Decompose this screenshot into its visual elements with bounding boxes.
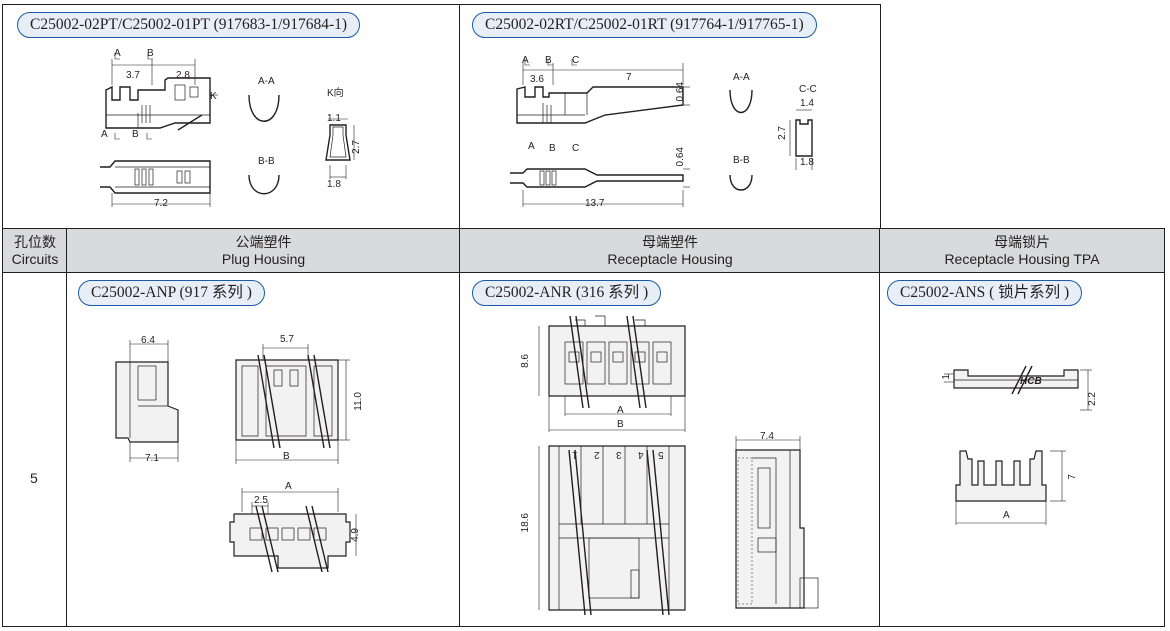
receptacle-terminal-side-view	[510, 59, 690, 207]
plug-k-view-label: K向	[327, 88, 344, 99]
plug-dim-28: 2.8	[176, 70, 190, 81]
rec-section-cc	[789, 109, 813, 170]
header-circuits: 孔位数 Circuits	[2, 228, 68, 274]
plug-dim-37: 3.7	[126, 70, 140, 81]
rec-housing-front	[538, 445, 686, 616]
circuits-cell	[2, 272, 68, 627]
header-circuits-cn: 孔位数	[14, 234, 56, 250]
rec-dim-7: 7	[626, 72, 632, 83]
plug-section-aa	[248, 94, 280, 195]
rec-dim-18: 1.8	[800, 157, 814, 168]
plug-housing-top	[229, 488, 357, 573]
rec-dim-137: 13.7	[585, 198, 605, 209]
rec-housing-section	[735, 436, 819, 609]
plug-section-bb-label: B-B	[258, 156, 275, 167]
ph-dim-a: A	[285, 481, 292, 492]
tpa-dim-22: 2.2	[1087, 392, 1098, 406]
tpa-front-view	[955, 450, 1066, 525]
header-tpa-en: Receptacle Housing TPA	[944, 251, 1100, 267]
header-rec-cn: 母端塑件	[642, 234, 698, 250]
ph-dim-64: 6.4	[141, 335, 155, 346]
header-circuits-en: Circuits	[11, 251, 59, 267]
plug-terminal-cell	[2, 4, 461, 230]
rh-dim-86: 8.6	[520, 354, 531, 368]
rh-dim-74: 7.4	[760, 431, 774, 442]
rh-dim-a: A	[617, 405, 624, 416]
rh-num-2: 2	[594, 449, 600, 460]
rec-dim-a: A	[522, 55, 529, 66]
rec-dim-064: 0.64	[675, 82, 686, 102]
header-plug-en: Plug Housing	[221, 251, 306, 267]
rec-dim-14: 1.4	[800, 98, 814, 109]
plug-dim-b2: B	[132, 129, 139, 140]
header-plug-cn: 公端塑件	[235, 234, 292, 250]
receptacle-terminal-title: C25002-02RT/C25002-01RT (917764-1/917765…	[472, 12, 817, 38]
rec-dim-c2: C	[572, 143, 580, 154]
rh-num-5: 5	[658, 449, 664, 460]
plug-dim-18: 1.8	[327, 179, 341, 190]
header-tpa: 母端锁片 Receptacle Housing TPA	[879, 228, 1165, 274]
plug-k-view	[325, 118, 355, 179]
plug-terminal-title: C25002-02PT/C25002-01PT (917683-1/917684…	[17, 12, 361, 38]
tpa-cell	[879, 272, 1165, 627]
rec-dim-c: C	[572, 55, 580, 66]
ph-dim-71: 7.1	[145, 453, 159, 464]
header-rec-en: Receptacle Housing	[607, 251, 733, 267]
plug-housing-front	[235, 344, 350, 464]
rec-dim-b2: B	[549, 143, 556, 154]
tpa-dim-a: A	[1003, 510, 1010, 521]
receptacle-housing-title: C25002-ANR (316 系列 )	[472, 280, 662, 306]
plug-housing-title: C25002-ANP (917 系列 )	[78, 280, 265, 306]
rec-housing-top	[538, 315, 686, 432]
plug-terminal-side-view	[100, 53, 218, 207]
rec-dim-064b: 0.64	[675, 147, 686, 167]
plug-dim-b: B	[147, 48, 154, 59]
plug-housing-cell	[66, 272, 461, 627]
plug-dim-72: 7.2	[154, 198, 168, 209]
rh-num-3: 3	[616, 449, 622, 460]
circuit-count: 5	[30, 470, 38, 486]
rec-section-cc-label: C-C	[799, 84, 817, 95]
plug-housing-side	[115, 340, 179, 462]
plug-dim-k: K	[210, 91, 217, 102]
plug-section-aa-label: A-A	[258, 76, 275, 87]
rec-section-bb-label: B-B	[733, 155, 750, 166]
tpa-title: C25002-ANS ( 锁片系列 )	[887, 280, 1083, 306]
header-receptacle-housing: 母端塑件 Receptacle Housing	[459, 228, 881, 274]
header-plug-housing: 公端塑件 Plug Housing	[66, 228, 461, 274]
tpa-dim-1: 1	[941, 374, 952, 380]
header-tpa-cn: 母端锁片	[994, 234, 1050, 250]
rh-dim-b: B	[617, 419, 624, 430]
rh-dim-186: 18.6	[520, 513, 531, 533]
ph-dim-57: 5.7	[280, 334, 294, 345]
plug-dim-27: 2.7	[351, 140, 362, 154]
rh-num-4: 4	[638, 449, 644, 460]
rec-dim-36: 3.6	[530, 74, 544, 85]
tpa-dim-hcb: HCB	[1020, 376, 1042, 387]
plug-dim-a: A	[114, 48, 121, 59]
rec-section-aa-label: A-A	[733, 72, 750, 83]
receptacle-terminal-cell	[459, 4, 881, 230]
ph-dim-110: 11.0	[353, 392, 364, 411]
ph-dim-25: 2.5	[254, 495, 268, 506]
tpa-side-view	[944, 365, 1092, 411]
ph-dim-b: B	[283, 451, 290, 462]
rh-num-1: 1	[572, 449, 578, 460]
rec-dim-b: B	[545, 55, 552, 66]
ph-dim-49: 4.9	[350, 528, 361, 542]
rec-section-aa	[729, 89, 753, 191]
plug-dim-11: 1.1	[327, 113, 341, 124]
rec-dim-27: 2.7	[777, 126, 788, 140]
tpa-dim-7: 7	[1067, 474, 1078, 480]
plug-dim-a2: A	[101, 129, 108, 140]
rec-dim-a2: A	[528, 141, 535, 152]
